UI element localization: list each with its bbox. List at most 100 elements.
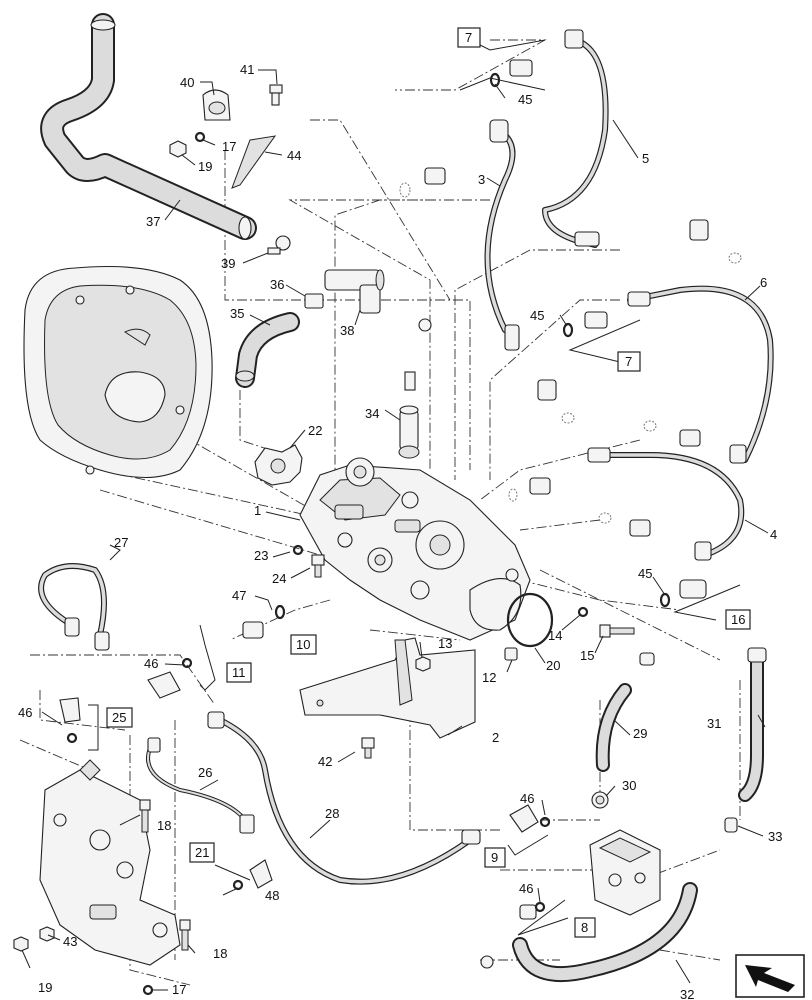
- callout-7-mid: 7: [625, 354, 632, 369]
- callout-8: 8: [581, 920, 588, 935]
- callout-43: 43: [63, 934, 77, 949]
- callout-14: 14: [548, 628, 562, 643]
- sensor-16: [659, 579, 707, 608]
- elbow-11: [147, 657, 193, 699]
- clamp-33: [724, 817, 738, 833]
- callout-44: 44: [287, 148, 301, 163]
- callout-17-top: 17: [222, 139, 236, 154]
- control-valve-left: [39, 759, 181, 966]
- callout-2: 2: [492, 730, 499, 745]
- fitting-right-a: [689, 219, 742, 264]
- fitting-right-c: [598, 512, 651, 537]
- clamp-30: [591, 791, 609, 809]
- callout-15: 15: [580, 648, 594, 663]
- tube-26: [146, 737, 255, 834]
- callout-45-mid: 45: [530, 308, 544, 323]
- callout-5: 5: [642, 151, 649, 166]
- callout-boxes: [106, 27, 751, 938]
- callout-47: 47: [232, 588, 246, 603]
- callout-18-top: 18: [157, 818, 171, 833]
- callout-22: 22: [308, 423, 322, 438]
- fitting-36: [304, 293, 324, 309]
- callout-37: 37: [146, 214, 160, 229]
- elbow-tube-37: [40, 13, 257, 240]
- bolt-41: [269, 84, 283, 106]
- small-clamp-right: [404, 318, 432, 391]
- callout-11: 11: [232, 665, 246, 680]
- plug-8: [519, 901, 546, 920]
- bolt-18-top: [139, 799, 151, 833]
- callout-39: 39: [221, 256, 235, 271]
- callout-9: 9: [491, 850, 498, 865]
- callout-27: 27: [114, 535, 128, 550]
- nut-13: [415, 656, 431, 672]
- callout-16: 16: [731, 612, 745, 627]
- bolt-12: [504, 647, 518, 661]
- callout-42: 42: [318, 754, 332, 769]
- fitting-7-mid: [562, 311, 608, 338]
- callout-6: 6: [760, 275, 767, 290]
- callout-17-bottom: 17: [172, 982, 186, 997]
- hydraulic-pump-1: [299, 457, 531, 641]
- callout-4: 4: [770, 527, 777, 542]
- fitting-left-a: [399, 167, 446, 198]
- flywheel-housing: [23, 265, 213, 479]
- callout-46-right-upper: 46: [520, 791, 534, 806]
- washer-23: [292, 544, 304, 556]
- clamp-29-top: [639, 652, 655, 666]
- fitting-mid-c: [508, 477, 551, 502]
- hose-32: [512, 882, 698, 983]
- callout-18-bottom: 18: [213, 946, 227, 961]
- fitting-10: [242, 604, 286, 639]
- callout-31: 31: [707, 716, 721, 731]
- fitting-7-top: [489, 59, 533, 88]
- tee-fitting-38: [324, 269, 385, 314]
- callout-10: 10: [296, 637, 310, 652]
- hose-3: [484, 119, 520, 351]
- hose-35: [235, 312, 300, 388]
- callout-26: 26: [198, 765, 212, 780]
- washer-17-top: [194, 131, 206, 143]
- bracket-2: [299, 637, 476, 739]
- washer-14: [577, 606, 589, 618]
- bolt-42: [361, 737, 375, 759]
- nut-43: [39, 926, 55, 942]
- coupling-22: [254, 444, 303, 486]
- hose-6: [627, 285, 774, 464]
- clamp-39: [267, 235, 291, 255]
- callout-19-top: 19: [198, 159, 212, 174]
- callout-7-top: 7: [465, 30, 472, 45]
- hose-28: [207, 711, 481, 885]
- nut-19-bottom: [13, 936, 29, 952]
- callout-41: 41: [240, 62, 254, 77]
- callout-1: 1: [254, 503, 261, 518]
- callout-23: 23: [254, 548, 268, 563]
- callout-33: 33: [768, 829, 782, 844]
- hose-29: [595, 683, 632, 772]
- fitting-34: [398, 405, 420, 459]
- fitting-21: [232, 859, 273, 891]
- callout-3: 3: [478, 172, 485, 187]
- fitting-mid-lower: [537, 379, 575, 424]
- bolt-18-bottom: [179, 919, 191, 951]
- clamp-40: [202, 89, 231, 121]
- hose-27: [38, 563, 110, 651]
- callout-25: 25: [112, 710, 126, 725]
- control-valve-right: [589, 829, 661, 916]
- elbow-9: [509, 804, 551, 833]
- callout-30: 30: [622, 778, 636, 793]
- leader-lines: [21, 34, 769, 991]
- callout-32: 32: [680, 987, 694, 1000]
- callout-20: 20: [546, 658, 560, 673]
- diagonal-arrow-navigation-icon[interactable]: [735, 954, 805, 998]
- washer-17-bottom: [142, 984, 154, 996]
- fitting-right-b: [643, 420, 701, 447]
- elbow-25: [59, 697, 81, 744]
- callout-38: 38: [340, 323, 354, 338]
- clamp-32: [480, 955, 494, 969]
- callout-36: 36: [270, 277, 284, 292]
- callout-labels: 1 2 3 4 5 6 7 7 8 9 10 11 12 13 14 15 16…: [18, 30, 782, 1000]
- nut-19-top: [169, 140, 187, 158]
- callout-45-right: 45: [638, 566, 652, 581]
